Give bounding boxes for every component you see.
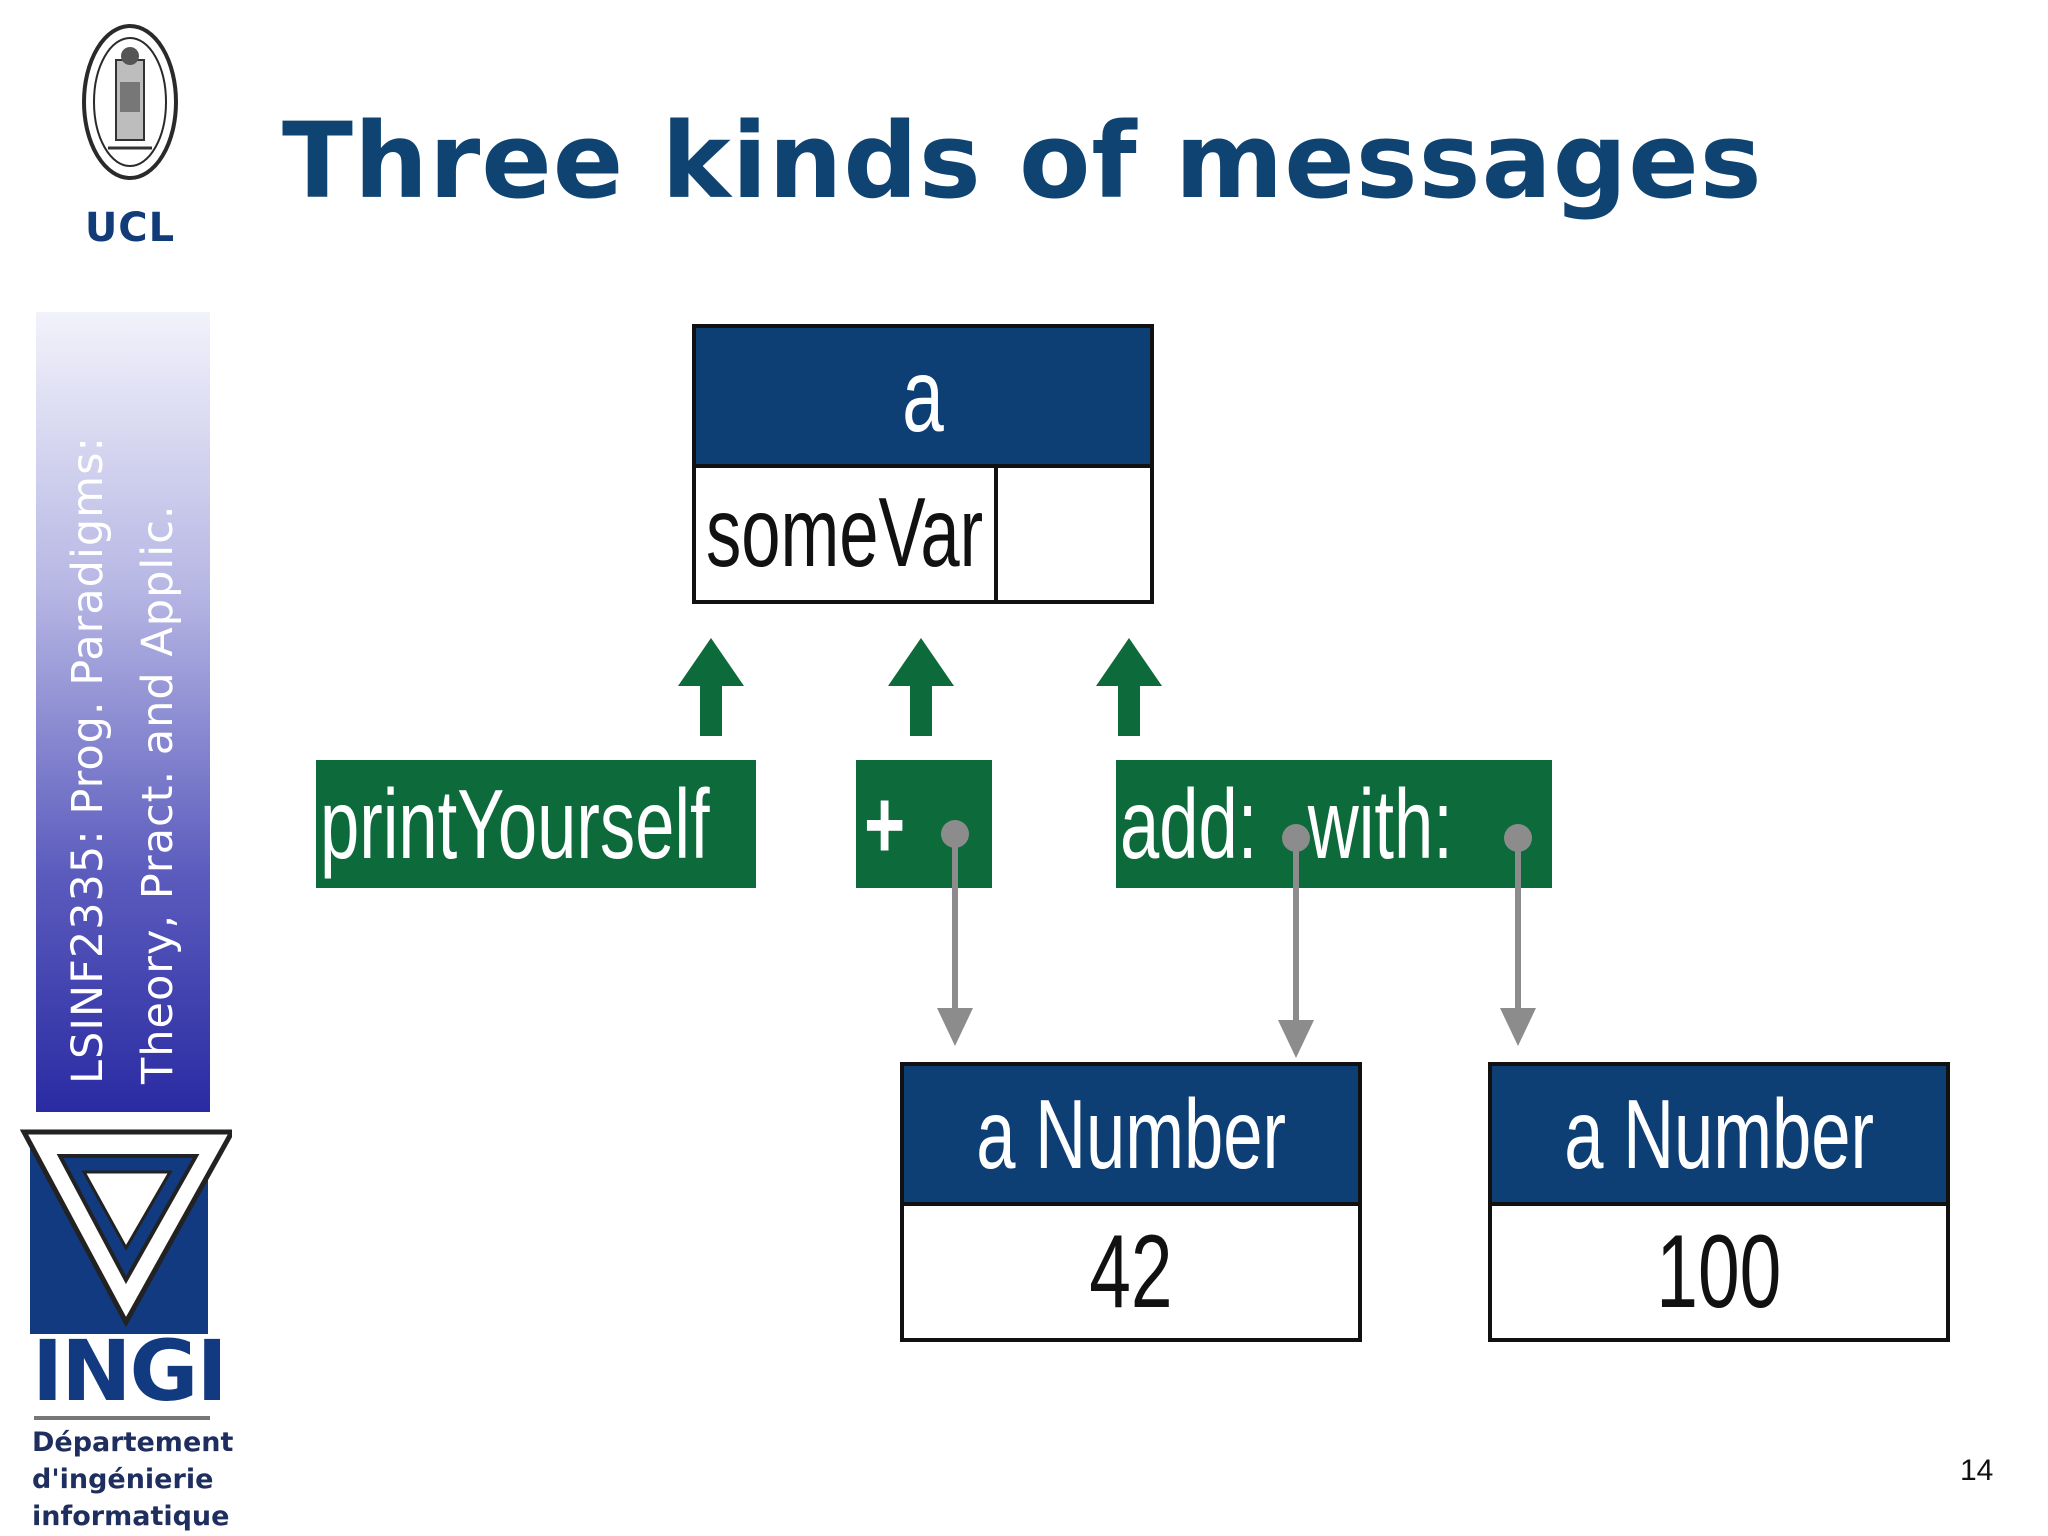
up-arrow-keyword-shaft: [1118, 684, 1140, 736]
up-arrow-printYourself: [678, 638, 744, 686]
ingi-divider: [34, 1416, 210, 1420]
up-arrow-plus: [888, 638, 954, 686]
argument-object-1-value: 42: [1089, 1214, 1173, 1330]
argument-object-2: a Number 100: [1488, 1062, 1950, 1342]
receiver-slot-name: someVar: [696, 464, 998, 600]
argument-object-1-value-row: 42: [904, 1206, 1358, 1338]
slide-title: Three kinds of messages: [282, 100, 1763, 222]
with-arg-arrowhead: [1500, 1008, 1536, 1046]
receiver-object-name: a: [902, 338, 944, 454]
argument-object-2-header: a Number: [1492, 1066, 1946, 1206]
ucl-wordmark: UCL: [84, 205, 176, 251]
page-number: 14: [1960, 1454, 1994, 1487]
receiver-slot-row: someVar: [696, 464, 1150, 600]
keyword-part2: with:: [1307, 769, 1453, 879]
ingi-triangle-logo: [20, 1129, 232, 1334]
keyword-message-label: add: with:: [1120, 760, 1453, 888]
up-arrow-printYourself-shaft: [700, 684, 722, 736]
receiver-object: a someVar: [692, 324, 1154, 604]
argument-object-1-header: a Number: [904, 1066, 1358, 1206]
up-arrow-keyword: [1096, 638, 1162, 686]
argument-object-2-name: a Number: [1564, 1079, 1874, 1189]
argument-object-2-value-row: 100: [1492, 1206, 1946, 1338]
sidebar-course-band: [36, 312, 210, 1112]
department-line3: informatique: [32, 1501, 230, 1532]
department-line1: Département: [32, 1427, 234, 1458]
department-line2: d'ingénierie: [32, 1464, 214, 1495]
receiver-slot-label: someVar: [706, 477, 984, 587]
up-arrow-plus-shaft: [910, 684, 932, 736]
argument-object-1-name: a Number: [976, 1079, 1286, 1189]
unary-message-label: printYourself: [320, 769, 710, 879]
unary-message-box: printYourself: [316, 760, 756, 888]
ucl-seal-logo: [82, 24, 178, 180]
plus-arg-arrowhead: [937, 1008, 973, 1046]
argument-object-2-value: 100: [1656, 1214, 1782, 1330]
department-name: Département d'ingénierie informatique: [32, 1424, 234, 1535]
argument-object-1: a Number 42: [900, 1062, 1362, 1342]
receiver-object-header: a: [696, 328, 1150, 468]
ingi-wordmark: INGI: [32, 1322, 228, 1420]
keyword-part1: add:: [1120, 769, 1258, 879]
keyword-message-box: add: with:: [1116, 760, 1552, 888]
binary-message-label: +: [864, 769, 906, 879]
binary-message-box: +: [856, 760, 992, 888]
add-arg-arrowhead: [1278, 1020, 1314, 1058]
